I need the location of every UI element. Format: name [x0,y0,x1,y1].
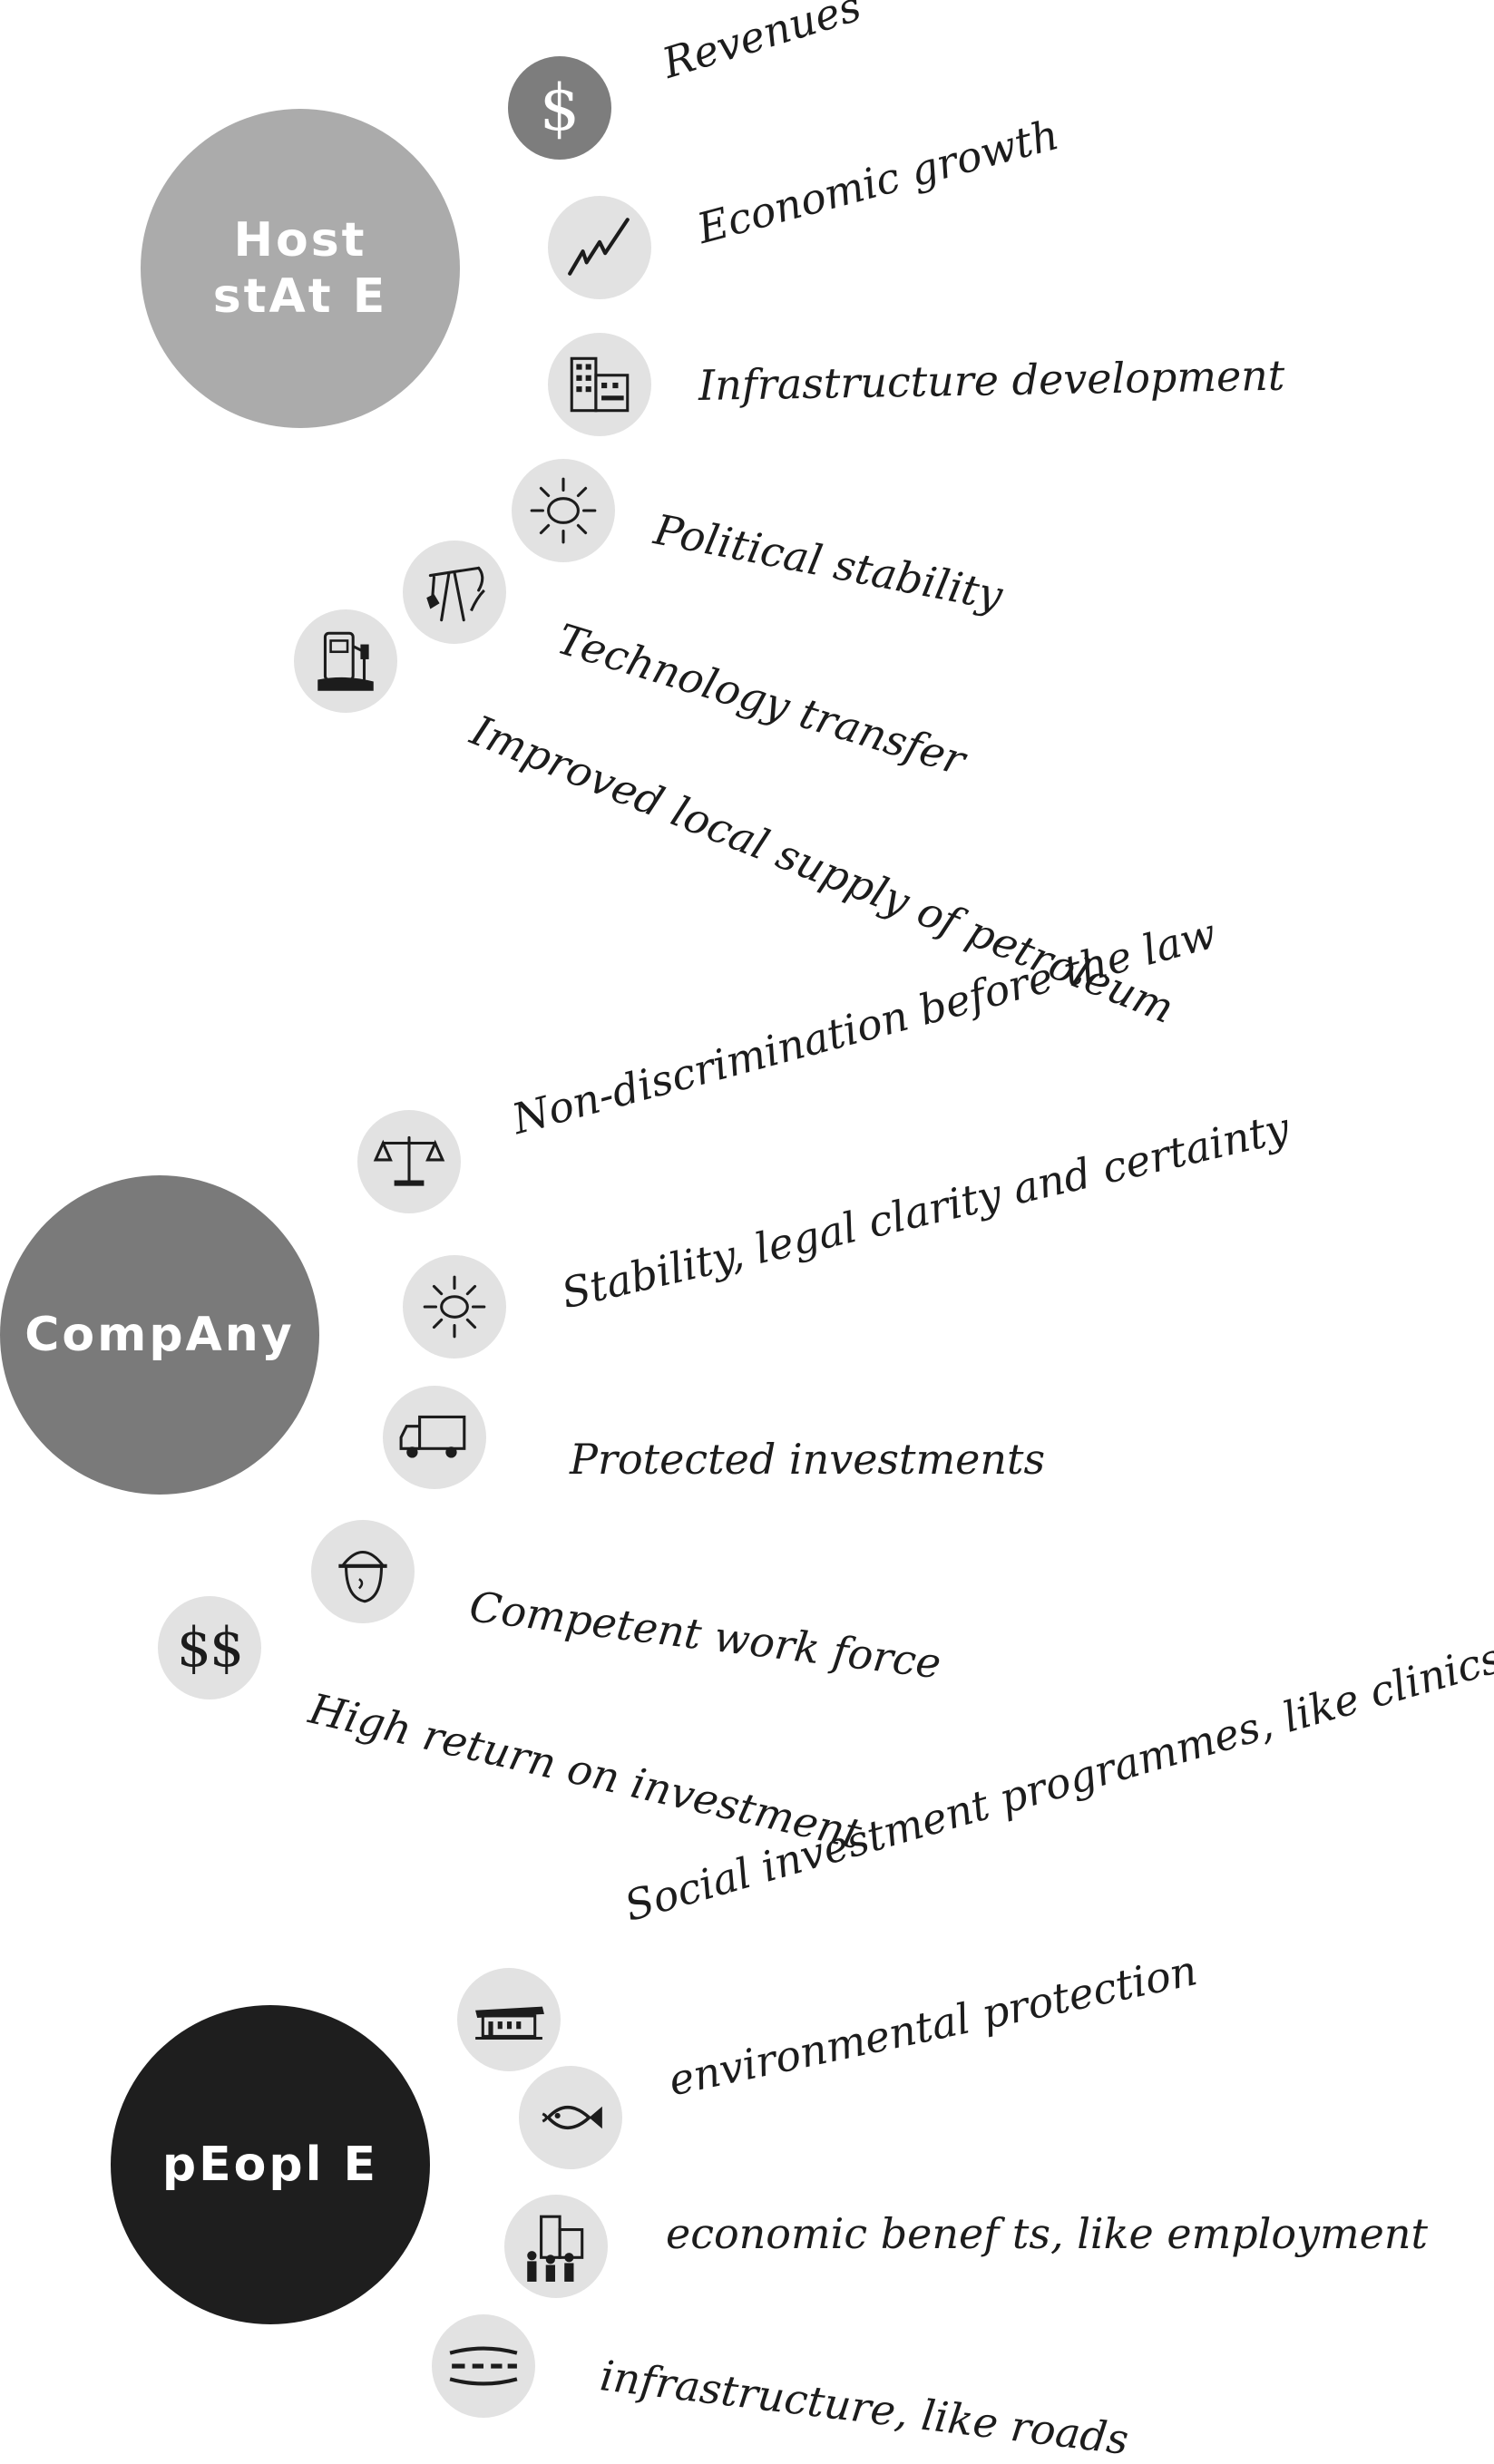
benefit-political-stability: Political stability [649,504,1007,620]
clinic-icon [457,1968,561,2071]
benefit-protected-investments: Protected investments [570,1435,1046,1484]
company-circle: CompAny [0,1175,319,1495]
truck-icon [383,1386,486,1489]
scales-icon [357,1110,461,1213]
road-icon [432,2314,535,2418]
people-buildings-icon [504,2195,608,2298]
buildings-icon [548,333,651,436]
benefit-revenues: Revenues [657,0,867,88]
benefit-environmental-protection: environmental protection [664,1945,1202,2106]
benefit-legal-stability: Stability, legal clarity and certainty [556,1102,1294,1319]
fish-icon [519,2066,622,2169]
benefit-social-investment: Social investment programmes, like clini… [619,1632,1494,1931]
sun-icon [512,459,615,562]
host-state-circle: Host stAt E [141,109,460,428]
sun-icon-2 [403,1255,506,1359]
host-state-label: Host stAt E [212,213,388,324]
dollar-icon: $ [508,56,611,160]
people-circle: pEopl E [111,2005,430,2324]
benefit-high-return: High return on investment [304,1683,866,1859]
benefit-economic-benefits: economic benef ts, like employment [666,2209,1428,2258]
benefit-non-discrimination: Non-discrimination before the law [507,908,1222,1144]
people-label: pEopl E [161,2138,379,2192]
benefit-economic-growth: Economic growth [692,109,1064,254]
benefit-technology-transfer: Technology transfer [552,614,972,785]
fuel-pump-icon [294,609,397,713]
benefit-competent-work-force: Competent work force [466,1582,944,1689]
growth-chart-icon [548,196,651,299]
benefit-infrastructure-development: Infrastructure development [698,350,1285,410]
worker-helmet-icon [311,1520,415,1623]
company-label: CompAny [24,1308,295,1362]
double-dollar-icon: $$ [158,1596,261,1699]
oil-pump-icon [403,541,506,644]
benefit-infrastructure-roads: infrastructure, like roads [597,2351,1132,2464]
